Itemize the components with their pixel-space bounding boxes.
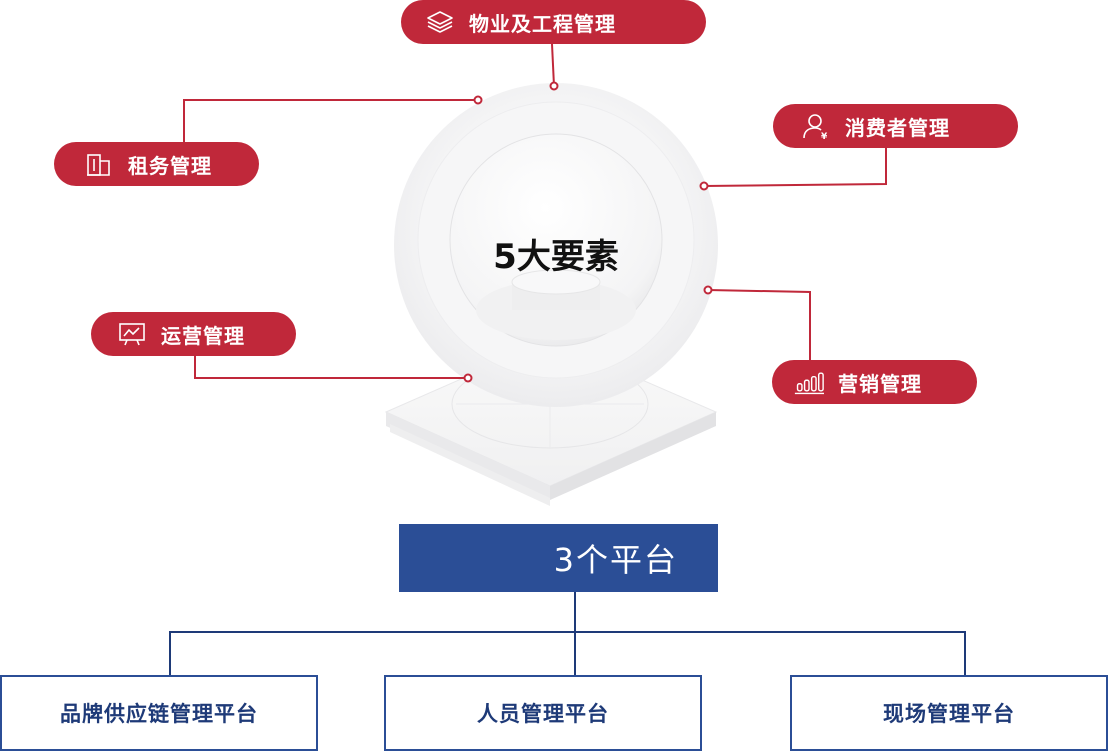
svg-text:¥: ¥	[821, 132, 828, 141]
pill-label: 物业及工程管理	[469, 11, 616, 36]
platform-onsite[interactable]: 现场管理平台	[790, 675, 1108, 751]
pill-consumer[interactable]: ¥ 消费者管理	[773, 104, 1018, 148]
platform-title-box: 3个平台	[399, 524, 718, 592]
bar-chart-icon	[792, 367, 826, 397]
user-yen-icon: ¥	[799, 111, 833, 141]
pill-label: 租务管理	[128, 153, 212, 178]
presentation-chart-icon	[115, 319, 149, 349]
building-icon	[82, 149, 116, 179]
connector-lines	[183, 43, 887, 379]
connector-dots	[463, 81, 713, 383]
platform-label: 品牌供应链管理平台	[60, 702, 258, 726]
pill-label: 运营管理	[161, 323, 245, 348]
tree-lines	[169, 592, 966, 675]
pill-lease[interactable]: 租务管理	[54, 142, 259, 186]
center-title: 5大要素	[493, 237, 619, 277]
platform-label: 人员管理平台	[477, 702, 609, 726]
pill-operation[interactable]: 运营管理	[91, 312, 296, 356]
layers-icon	[423, 7, 457, 37]
pill-marketing[interactable]: 营销管理	[772, 360, 977, 404]
pill-label: 营销管理	[838, 371, 922, 396]
platform-label: 现场管理平台	[883, 702, 1015, 726]
platform-title: 3个平台	[553, 541, 678, 579]
platform-personnel[interactable]: 人员管理平台	[384, 675, 702, 751]
pill-label: 消费者管理	[845, 115, 950, 140]
pill-property-engineering[interactable]: 物业及工程管理	[401, 0, 706, 44]
platform-brand-supply-chain[interactable]: 品牌供应链管理平台	[0, 675, 318, 751]
